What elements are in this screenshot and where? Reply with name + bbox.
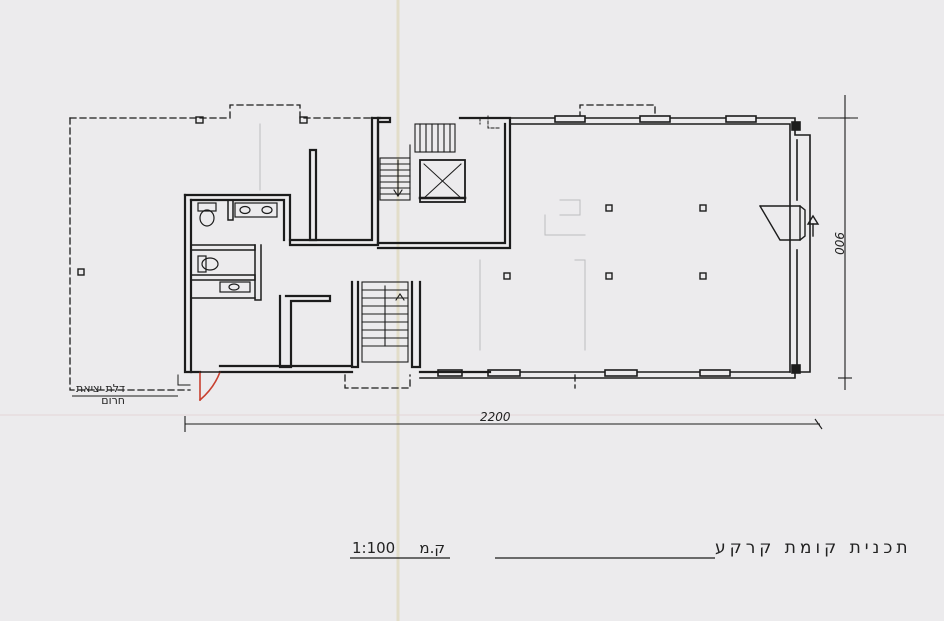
entrance-canopy — [759, 205, 820, 241]
dimension-width: 2200 — [480, 410, 511, 424]
exit-leader-line — [177, 374, 191, 386]
scale-label: ק.מ — [419, 539, 445, 557]
ghost-lines — [259, 123, 586, 351]
upper-door-swings — [479, 115, 501, 129]
exit-door-note-line1: דלת יציאת — [76, 382, 125, 395]
drawing-title: תכנית קומת קרקע — [715, 538, 912, 558]
dimension-lines — [184, 95, 858, 432]
upper-stair — [379, 123, 456, 201]
exit-door-note-line2: חרום — [101, 394, 125, 407]
floor-plan — [69, 104, 820, 402]
sinks — [219, 202, 278, 293]
toilets — [197, 202, 219, 273]
bathrooms — [190, 199, 262, 301]
upper-stair-core — [288, 116, 512, 250]
elevator-shaft — [418, 159, 467, 203]
emergency-exit-door — [198, 370, 222, 402]
columns — [77, 116, 707, 280]
scale-value: 1:100 — [352, 539, 395, 557]
left-wing-walls — [183, 148, 492, 374]
lower-stair — [361, 281, 409, 363]
dimension-height: 900 — [832, 232, 846, 255]
